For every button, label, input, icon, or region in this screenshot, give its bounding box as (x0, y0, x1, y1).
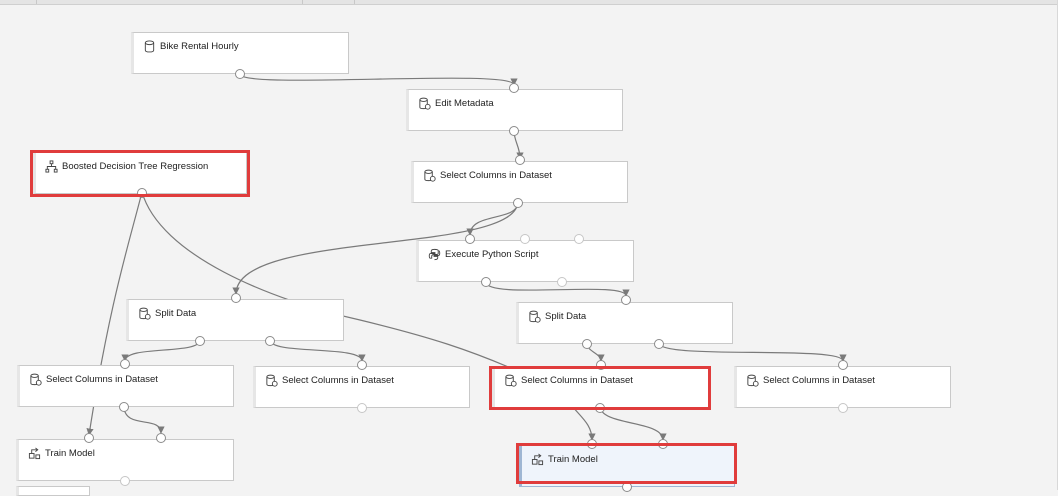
input-port[interactable] (357, 360, 367, 370)
output-port[interactable] (654, 339, 664, 349)
input-port[interactable] (120, 359, 130, 369)
module-train-model[interactable]: Train Model (519, 445, 735, 487)
input-port[interactable] (621, 295, 631, 305)
module-label: Select Columns in Dataset (440, 170, 552, 181)
connector (485, 281, 630, 297)
output-port[interactable] (481, 277, 491, 287)
module-label: Train Model (548, 454, 598, 465)
output-port[interactable] (838, 403, 848, 413)
input-port[interactable] (509, 83, 519, 93)
module-train-model[interactable]: Train Model (16, 439, 234, 481)
transform-icon (505, 374, 517, 387)
tree-icon (45, 160, 58, 173)
connector (121, 339, 201, 362)
module-label: Edit Metadata (435, 98, 494, 109)
input-port[interactable] (520, 234, 530, 244)
canvas-top-bar (0, 0, 1058, 5)
transform-icon (30, 373, 42, 386)
output-port[interactable] (582, 339, 592, 349)
input-port[interactable] (838, 360, 848, 370)
input-port[interactable] (574, 234, 584, 244)
output-port[interactable] (119, 402, 129, 412)
connector (571, 405, 596, 441)
module-boosted-decision-tree-regression[interactable]: Boosted Decision Tree Regression (33, 152, 247, 194)
highlight-box (516, 443, 737, 484)
module-label: Boosted Decision Tree Regression (62, 161, 209, 172)
connector (599, 405, 667, 441)
module-label: Train Model (45, 448, 95, 459)
input-port[interactable] (231, 293, 241, 303)
module-label: Select Columns in Dataset (521, 375, 633, 386)
module-select-columns[interactable]: Select Columns in Dataset (17, 365, 234, 407)
input-port[interactable] (84, 433, 94, 443)
connector (269, 339, 366, 362)
module-split-data[interactable]: Split Data (126, 299, 344, 341)
input-port[interactable] (465, 234, 475, 244)
train-icon (28, 447, 41, 460)
transform-icon (424, 169, 436, 182)
output-port[interactable] (513, 198, 523, 208)
output-port[interactable] (557, 277, 567, 287)
input-port[interactable] (515, 155, 525, 165)
highlight-box (30, 150, 250, 197)
transform-icon (419, 97, 431, 110)
module-label: Split Data (545, 311, 587, 322)
connector (123, 405, 165, 434)
module-label: Split Data (155, 308, 197, 319)
module-label: Bike Rental Hourly (160, 41, 239, 52)
output-port[interactable] (120, 476, 130, 486)
module-label: Select Columns in Dataset (282, 375, 394, 386)
python-icon (428, 248, 441, 261)
output-port[interactable] (137, 188, 147, 198)
module-select-columns[interactable]: Select Columns in Dataset (253, 366, 470, 408)
connector (658, 342, 847, 362)
module-bike-rental-hourly[interactable]: Bike Rental Hourly (131, 32, 349, 74)
module-select-columns[interactable]: Select Columns in Dataset (734, 366, 951, 408)
module-partial[interactable] (16, 486, 90, 496)
module-select-columns[interactable]: Select Columns in Dataset (411, 161, 628, 203)
train-icon (531, 453, 544, 466)
output-port[interactable] (357, 403, 367, 413)
connector (232, 201, 519, 295)
module-label: Select Columns in Dataset (46, 374, 158, 385)
transform-icon (529, 310, 541, 323)
output-port[interactable] (509, 126, 519, 136)
module-label: Execute Python Script (445, 249, 539, 260)
input-port[interactable] (156, 433, 166, 443)
output-port[interactable] (265, 336, 275, 346)
input-port[interactable] (596, 360, 606, 370)
module-edit-metadata[interactable]: Edit Metadata (406, 89, 623, 131)
module-execute-python-script[interactable]: Execute Python Script (416, 240, 634, 282)
transform-icon (747, 374, 759, 387)
transform-icon (139, 307, 151, 320)
connector (239, 73, 518, 86)
module-label: Select Columns in Dataset (763, 375, 875, 386)
module-split-data[interactable]: Split Data (516, 302, 733, 344)
connector (466, 201, 519, 236)
transform-icon (266, 374, 278, 387)
output-port[interactable] (195, 336, 205, 346)
dataset-icon (144, 40, 155, 53)
output-port[interactable] (235, 69, 245, 79)
highlight-box (489, 366, 711, 410)
